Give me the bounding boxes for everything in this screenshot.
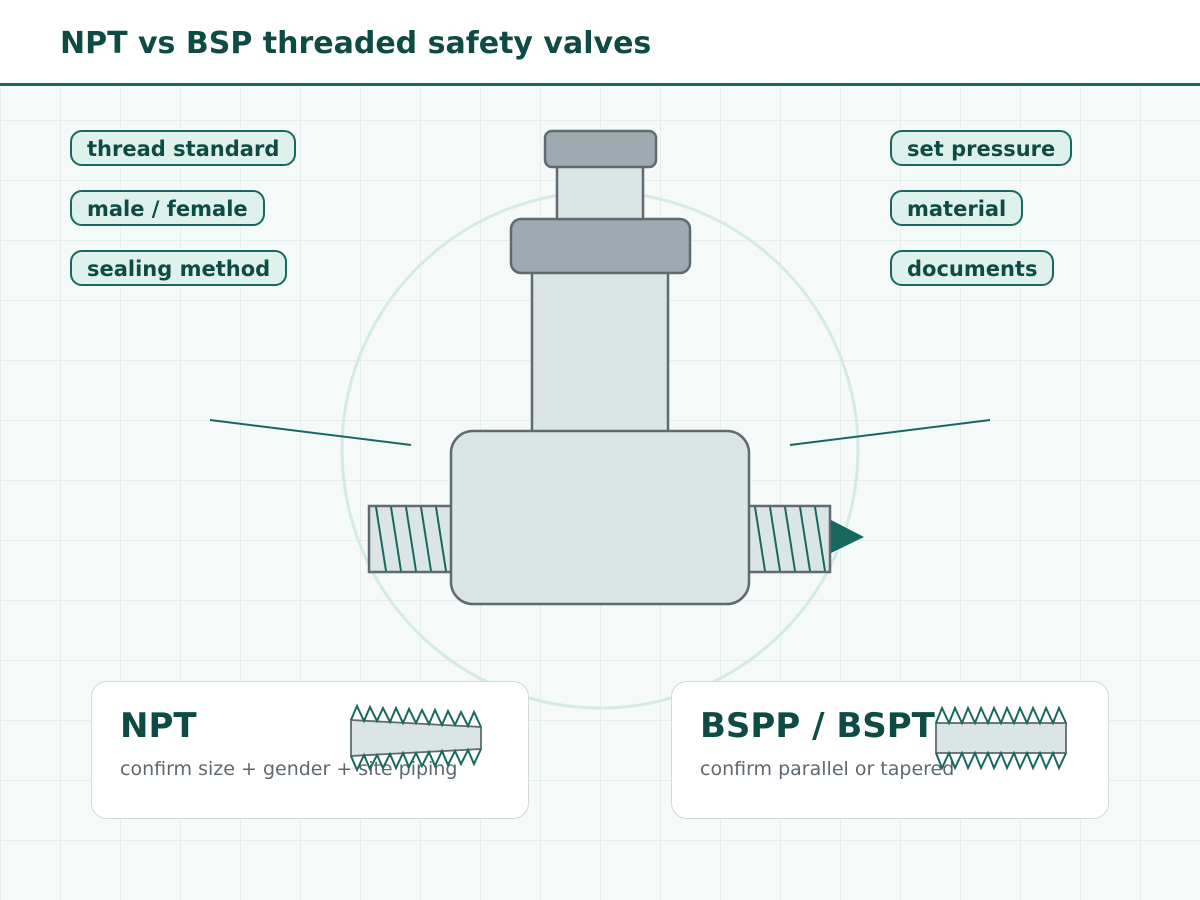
chip-thread-standard: thread standard [70, 130, 297, 166]
chip-male-female: male / female [70, 190, 265, 226]
inlet-thread-left [367, 504, 455, 574]
card-npt: NPT confirm size + gender + site piping [91, 681, 529, 819]
valve-nut [509, 217, 692, 275]
valve-spindle [555, 160, 645, 221]
chip-documents: documents [890, 250, 1055, 286]
page-title: NPT vs BSP threaded safety valves [60, 26, 652, 61]
valve-body [449, 429, 751, 606]
valve-bonnet [530, 264, 670, 436]
leader-line-left [209, 419, 412, 446]
header-bar: NPT vs BSP threaded safety valves [0, 0, 1200, 86]
card-bsp: BSPP / BSPT confirm parallel or tapered [671, 681, 1109, 819]
chip-set-pressure: set pressure [890, 130, 1073, 166]
chip-material: material [890, 190, 1024, 226]
leader-line-right [789, 419, 991, 446]
valve-cap [543, 129, 658, 169]
flow-arrow-icon [831, 520, 864, 553]
outlet-thread-right [745, 504, 832, 574]
card-bsp-subtitle: confirm parallel or tapered [700, 758, 955, 780]
parallel-thread-icon [935, 705, 1067, 771]
tapered-thread-icon [350, 703, 482, 772]
chip-sealing-method: sealing method [70, 250, 288, 286]
card-npt-title: NPT [120, 706, 197, 746]
card-bsp-title: BSPP / BSPT [700, 706, 935, 746]
